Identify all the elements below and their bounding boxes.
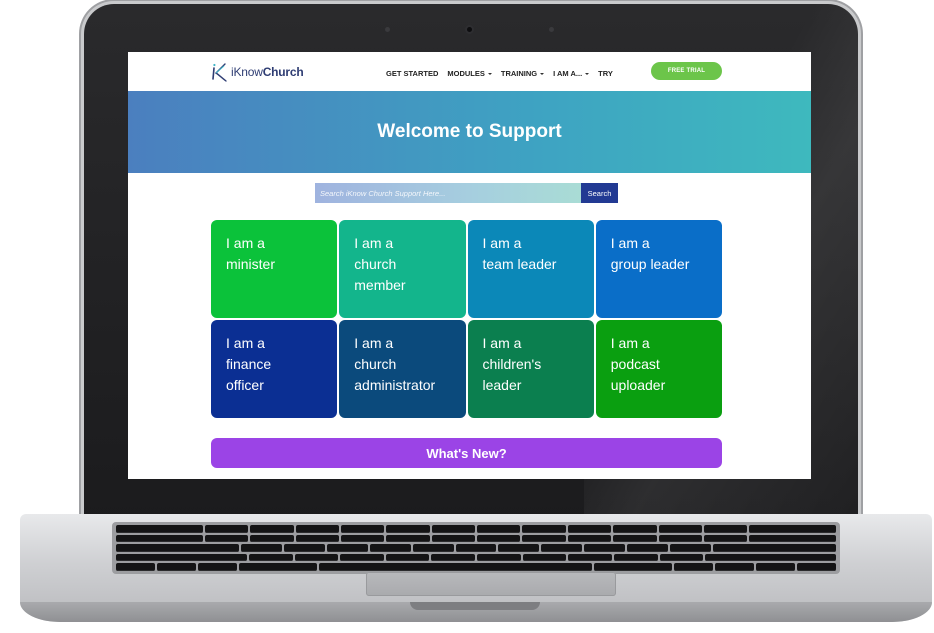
whats-new-button[interactable]: What's New? (211, 438, 722, 468)
top-navbar: iKnowChurch GET STARTED MODULES TRAINING… (128, 52, 811, 91)
caret-down-icon (585, 72, 590, 75)
tile-finance-officer[interactable]: I am a finance officer (211, 320, 338, 418)
brand-name: iKnowChurch (231, 65, 304, 79)
nav-get-started[interactable]: GET STARTED (386, 69, 438, 78)
page-title: Welcome to Support (377, 121, 562, 142)
nav-get-started-label: GET STARTED (386, 69, 439, 78)
browser-viewport: iKnowChurch GET STARTED MODULES TRAINING… (128, 52, 811, 479)
tile-childrens-leader[interactable]: I am a children's leader (467, 320, 594, 418)
laptop-base (20, 514, 932, 622)
search-button[interactable]: Search (581, 183, 618, 203)
support-search: Search (315, 183, 618, 203)
nav-modules-label: MODULES (447, 69, 485, 78)
keyboard (112, 522, 840, 574)
webcam-icon (467, 27, 472, 32)
tile-group-leader[interactable]: I am a group leader (595, 220, 722, 318)
tile-minister[interactable]: I am a minister (211, 220, 338, 318)
nav-try-label: TRY (598, 69, 613, 78)
tile-podcast-uploader[interactable]: I am a podcast uploader (595, 320, 722, 418)
brand-logo[interactable]: iKnowChurch (210, 62, 304, 82)
tile-church-administrator[interactable]: I am a church administrator (339, 320, 466, 418)
base-edge (20, 602, 932, 622)
caret-down-icon (487, 72, 492, 75)
ik-logo-icon (212, 63, 227, 82)
tile-team-leader[interactable]: I am a team leader (467, 220, 594, 318)
search-input[interactable] (315, 183, 581, 203)
tile-church-member[interactable]: I am a church member (339, 220, 466, 318)
sensor-right (549, 27, 554, 32)
caret-down-icon (540, 72, 545, 75)
free-trial-button[interactable]: FREE TRIAL (651, 62, 722, 80)
nav-i-am-a[interactable]: I AM A... (553, 69, 590, 78)
hero-banner: Welcome to Support (128, 91, 811, 173)
nav-training[interactable]: TRAINING (500, 69, 545, 78)
nav-training-label: TRAINING (500, 69, 538, 78)
nav-modules[interactable]: MODULES (447, 69, 492, 78)
nav-i-am-a-label: I AM A... (553, 69, 583, 78)
trackpad (366, 572, 616, 596)
main-menu: GET STARTED MODULES TRAINING I AM A... T… (386, 69, 622, 78)
sensor-left (385, 27, 390, 32)
role-tile-grid: I am a minister I am a church member I a… (211, 220, 722, 420)
nav-try[interactable]: TRY (598, 69, 613, 78)
lid-notch (410, 602, 540, 610)
